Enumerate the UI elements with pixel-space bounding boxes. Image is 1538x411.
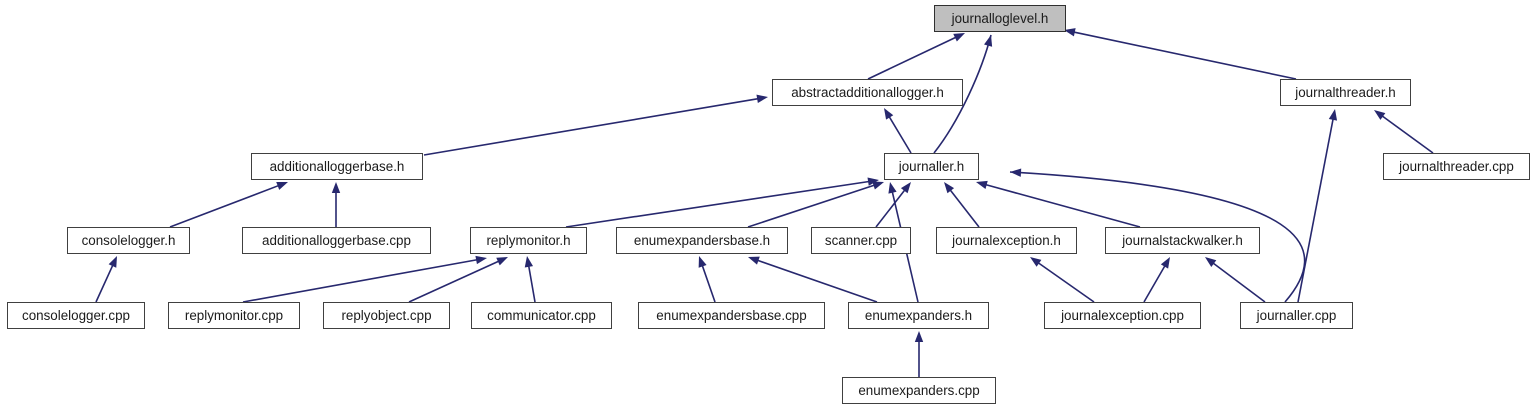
graph-node-label: journalthreader.cpp <box>1399 158 1514 174</box>
graph-node-journalthreader-cpp[interactable]: journalthreader.cpp <box>1383 153 1530 180</box>
graph-edge-enumexpandersbase-cpp-to-enumexpandersbase-h <box>701 265 716 303</box>
graph-edge-journalthreader-h-to-journalloglevel-h-arrowhead <box>1064 28 1076 37</box>
graph-edge-journalexception-cpp-to-journalexception-h-arrowhead <box>1030 257 1042 267</box>
graph-edge-replymonitor-cpp-to-replymonitor-h <box>242 258 478 303</box>
graph-node-replymonitor-h[interactable]: replymonitor.h <box>470 227 587 254</box>
graph-edge-journaller-cpp-to-journaller-h-arrowhead <box>1010 168 1022 177</box>
graph-node-label: enumexpandersbase.cpp <box>656 307 807 323</box>
graph-node-communicator-cpp[interactable]: communicator.cpp <box>471 302 612 329</box>
graph-node-label: consolelogger.cpp <box>22 307 130 323</box>
graph-node-enumexpandersbase-h[interactable]: enumexpandersbase.h <box>616 227 788 254</box>
graph-edge-journalexception-h-to-journaller-h <box>949 189 980 228</box>
graph-edge-replyobject-cpp-to-replymonitor-h-arrowhead <box>496 257 508 266</box>
graph-edge-enumexpandersbase-h-to-journaller-h <box>747 184 875 228</box>
graph-edge-scanner-cpp-to-journaller-h-arrowhead <box>900 182 911 194</box>
graph-edge-additionalloggerbase-cpp-to-additionalloggerbase-h-arrowhead <box>331 182 341 193</box>
graph-node-journalstackwalker-h[interactable]: journalstackwalker.h <box>1105 227 1260 254</box>
graph-edge-journalexception-cpp-to-journalstackwalker-h-arrowhead <box>1160 257 1170 269</box>
graph-node-consolelogger-cpp[interactable]: consolelogger.cpp <box>7 302 145 329</box>
graph-edge-journaller-cpp-to-journalstackwalker-h <box>1212 262 1266 303</box>
graph-edge-consolelogger-h-to-additionalloggerbase-h-arrowhead <box>276 181 288 190</box>
graph-edge-journaller-cpp-to-journalthreader-h-arrowhead <box>1328 109 1338 121</box>
graph-node-journalexception-cpp[interactable]: journalexception.cpp <box>1044 302 1201 329</box>
graph-node-journalexception-h[interactable]: journalexception.h <box>936 227 1077 254</box>
graph-node-abstractadditionallogger-h[interactable]: abstractadditionallogger.h <box>772 79 963 106</box>
graph-node-journalthreader-h[interactable]: journalthreader.h <box>1280 79 1411 106</box>
graph-edge-communicator-cpp-to-replymonitor-h <box>527 265 536 303</box>
graph-node-additionalloggerbase-h[interactable]: additionalloggerbase.h <box>251 153 423 180</box>
graph-node-label: journalexception.cpp <box>1061 307 1184 323</box>
graph-node-label: journaller.cpp <box>1256 307 1337 323</box>
graph-edge-enumexpanders-h-to-enumexpandersbase-h <box>757 259 878 303</box>
graph-node-label: journalstackwalker.h <box>1122 232 1243 248</box>
graph-edge-journalexception-h-to-journaller-h-arrowhead <box>944 182 955 194</box>
graph-node-label: journalexception.h <box>952 232 1061 248</box>
graph-edge-journaller-cpp-to-journalthreader-h <box>1297 118 1334 303</box>
graph-node-label: journalloglevel.h <box>951 10 1049 26</box>
graph-node-journalloglevel-h[interactable]: journalloglevel.h <box>934 5 1066 32</box>
graph-node-label: enumexpandersbase.h <box>633 232 771 248</box>
graph-node-scanner-cpp[interactable]: scanner.cpp <box>811 227 911 254</box>
graph-edge-journalstackwalker-h-to-journaller-h-arrowhead <box>976 180 988 189</box>
graph-edge-consolelogger-cpp-to-consolelogger-h-arrowhead <box>108 256 117 268</box>
graph-edge-replymonitor-cpp-to-replymonitor-h-arrowhead <box>475 255 487 265</box>
graph-edge-enumexpanders-h-to-enumexpandersbase-h-arrowhead <box>748 256 760 265</box>
graph-node-label: journalthreader.h <box>1295 84 1396 100</box>
graph-edge-enumexpanders-h-to-journaller-h-arrowhead <box>888 182 897 194</box>
graph-node-label: replymonitor.cpp <box>184 307 284 323</box>
graph-edge-journalexception-cpp-to-journalexception-h <box>1037 262 1095 303</box>
graph-edge-abstractadditionallogger-h-to-journalloglevel-h <box>867 36 957 80</box>
graph-edge-enumexpandersbase-cpp-to-enumexpandersbase-h-arrowhead <box>698 256 707 268</box>
graph-edge-journaller-h-to-journalloglevel-h-arrowhead <box>984 35 993 47</box>
graph-edge-journaller-h-to-abstractadditionallogger-h <box>888 116 912 154</box>
graph-node-label: communicator.cpp <box>487 307 596 323</box>
graph-node-replyobject-cpp[interactable]: replyobject.cpp <box>323 302 450 329</box>
graph-edge-enumexpanders-cpp-to-enumexpanders-h-arrowhead <box>914 331 924 342</box>
graph-node-label: abstractadditionallogger.h <box>791 84 944 100</box>
graph-edge-scanner-cpp-to-journaller-h <box>875 189 906 228</box>
graph-edge-journaller-h-to-abstractadditionallogger-h-arrowhead <box>884 108 894 120</box>
graph-edge-journaller-h-to-journalloglevel-h <box>933 34 992 154</box>
graph-edge-journalthreader-cpp-to-journalthreader-h <box>1381 115 1434 154</box>
graph-edge-enumexpandersbase-h-to-journaller-h-arrowhead <box>872 181 884 190</box>
graph-node-label: additionalloggerbase.cpp <box>262 232 411 248</box>
graph-edge-additionalloggerbase-h-to-abstractadditionallogger-h <box>423 97 759 156</box>
graph-edge-journalthreader-h-to-journalloglevel-h <box>1073 31 1297 80</box>
graph-node-journaller-h[interactable]: journaller.h <box>884 153 979 180</box>
graph-node-label: replymonitor.h <box>486 232 571 248</box>
graph-node-additionalloggerbase-cpp[interactable]: additionalloggerbase.cpp <box>242 227 431 254</box>
graph-node-replymonitor-cpp[interactable]: replymonitor.cpp <box>168 302 300 329</box>
graph-node-label: consolelogger.h <box>81 232 176 248</box>
graph-node-label: replyobject.cpp <box>341 307 432 323</box>
graph-node-consolelogger-h[interactable]: consolelogger.h <box>67 227 190 254</box>
graph-edge-journalexception-cpp-to-journalstackwalker-h <box>1143 265 1166 303</box>
graph-edge-replyobject-cpp-to-replymonitor-h <box>408 260 500 303</box>
graph-edge-journalthreader-cpp-to-journalthreader-h-arrowhead <box>1374 110 1386 120</box>
graph-node-enumexpanders-cpp[interactable]: enumexpanders.cpp <box>842 377 996 404</box>
graph-edge-replymonitor-h-to-journaller-h <box>565 180 870 228</box>
graph-edge-journalstackwalker-h-to-journaller-h <box>985 183 1141 228</box>
graph-edge-journaller-cpp-to-journaller-h <box>1009 171 1306 303</box>
graph-node-journaller-cpp[interactable]: journaller.cpp <box>1240 302 1353 329</box>
graph-node-label: additionalloggerbase.h <box>269 158 405 174</box>
graph-edge-abstractadditionallogger-h-to-journalloglevel-h-arrowhead <box>953 33 965 42</box>
graph-node-label: enumexpanders.h <box>864 307 973 323</box>
graph-edge-consolelogger-h-to-additionalloggerbase-h <box>169 184 279 228</box>
graph-node-label: journaller.h <box>898 158 965 174</box>
graph-node-label: scanner.cpp <box>824 232 898 248</box>
graph-edge-additionalloggerbase-h-to-abstractadditionallogger-h-arrowhead <box>756 94 768 103</box>
graph-node-label: enumexpanders.cpp <box>858 382 980 398</box>
graph-edge-journaller-cpp-to-journalstackwalker-h-arrowhead <box>1205 257 1217 267</box>
graph-edge-consolelogger-cpp-to-consolelogger-h <box>95 264 114 303</box>
graph-edge-communicator-cpp-to-replymonitor-h-arrowhead <box>524 256 534 268</box>
graph-node-enumexpandersbase-cpp[interactable]: enumexpandersbase.cpp <box>638 302 825 329</box>
graph-node-enumexpanders-h[interactable]: enumexpanders.h <box>848 302 989 329</box>
